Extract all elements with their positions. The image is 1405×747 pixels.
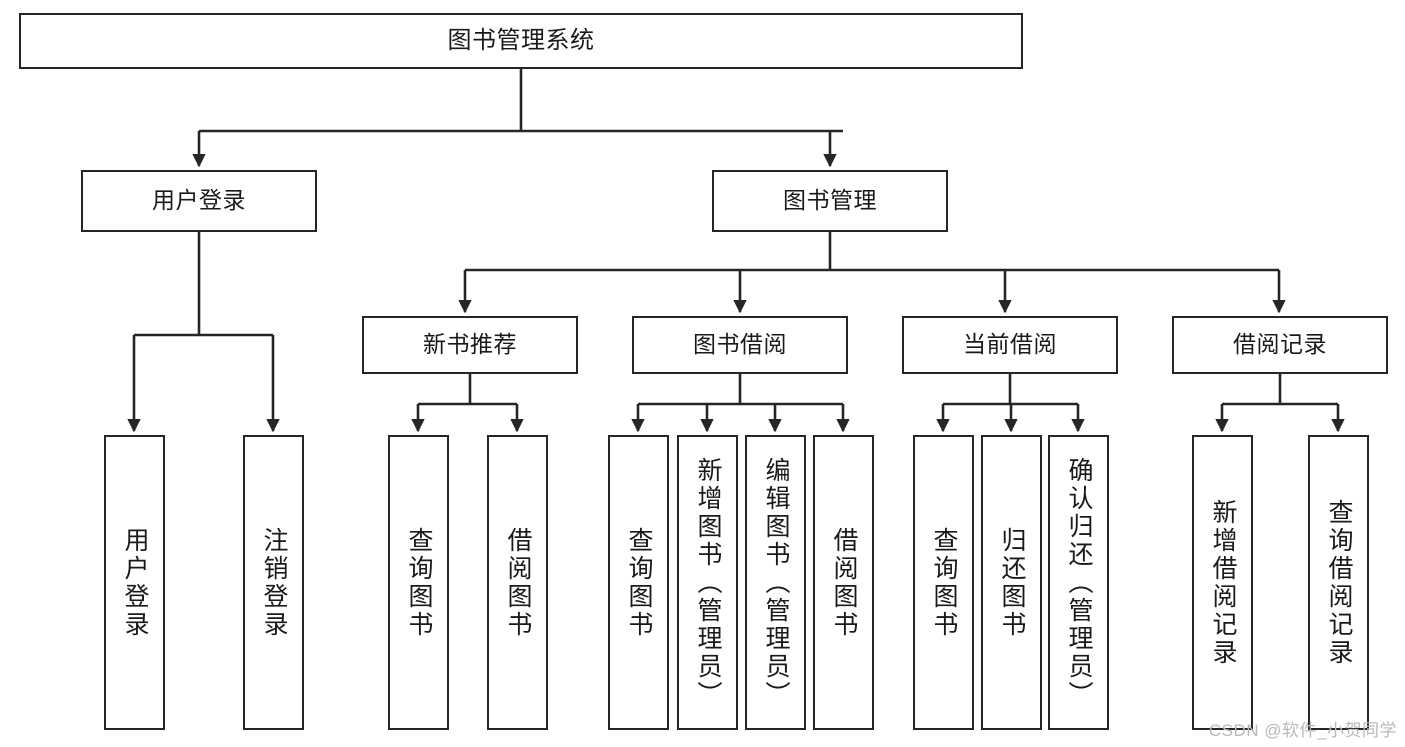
- node-leaf-user-login[interactable]: 用户登录: [104, 435, 165, 730]
- node-label: 用户登录: [121, 526, 149, 639]
- node-book-manage[interactable]: 图书管理: [712, 170, 948, 232]
- node-leaf-query-book-2[interactable]: 查询图书: [608, 435, 669, 730]
- node-label: 注销登录: [260, 526, 288, 639]
- node-leaf-query-record[interactable]: 查询借阅记录: [1308, 435, 1369, 730]
- node-leaf-borrow-book-1[interactable]: 借阅图书: [487, 435, 548, 730]
- node-label: 新增图书（管理员）: [694, 456, 722, 709]
- node-leaf-borrow-book-2[interactable]: 借阅图书: [813, 435, 874, 730]
- node-leaf-edit-book[interactable]: 编辑图书（管理员）: [745, 435, 806, 730]
- node-label: 当前借阅: [963, 331, 1057, 358]
- node-label: 新书推荐: [423, 331, 517, 358]
- node-current-borrow[interactable]: 当前借阅: [902, 316, 1118, 374]
- node-leaf-query-book-1[interactable]: 查询图书: [388, 435, 449, 730]
- node-label: 图书管理: [783, 187, 877, 214]
- node-leaf-add-book[interactable]: 新增图书（管理员）: [677, 435, 738, 730]
- node-label: 图书管理系统: [447, 26, 595, 54]
- node-label: 编辑图书（管理员）: [762, 456, 790, 709]
- node-borrow-record[interactable]: 借阅记录: [1172, 316, 1388, 374]
- node-label: 新增借阅记录: [1209, 498, 1237, 667]
- node-leaf-logout-login[interactable]: 注销登录: [243, 435, 304, 730]
- node-label: 图书借阅: [693, 331, 787, 358]
- node-leaf-return-book[interactable]: 归还图书: [981, 435, 1042, 730]
- node-label: 确认归还（管理员）: [1065, 456, 1093, 709]
- node-label: 借阅图书: [504, 526, 532, 639]
- node-leaf-confirm-return[interactable]: 确认归还（管理员）: [1048, 435, 1109, 730]
- node-root-system[interactable]: 图书管理系统: [19, 13, 1023, 69]
- node-label: 查询借阅记录: [1325, 498, 1353, 667]
- node-label: 用户登录: [152, 187, 246, 214]
- node-book-borrow[interactable]: 图书借阅: [632, 316, 848, 374]
- node-label: 归还图书: [998, 526, 1026, 639]
- csdn-watermark: CSDN @软件_小贺同学: [1208, 721, 1397, 740]
- node-label: 借阅记录: [1233, 331, 1327, 358]
- node-label: 查询图书: [625, 526, 653, 639]
- node-leaf-add-record[interactable]: 新增借阅记录: [1192, 435, 1253, 730]
- node-label: 借阅图书: [830, 526, 858, 639]
- node-label: 查询图书: [405, 526, 433, 639]
- node-new-book-recommend[interactable]: 新书推荐: [362, 316, 578, 374]
- node-label: 查询图书: [930, 526, 958, 639]
- node-user-login[interactable]: 用户登录: [81, 170, 317, 232]
- node-leaf-query-book-3[interactable]: 查询图书: [913, 435, 974, 730]
